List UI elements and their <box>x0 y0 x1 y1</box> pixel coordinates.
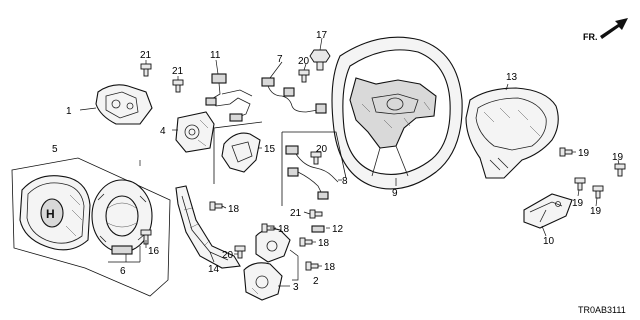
steering-wire-harness <box>205 73 253 122</box>
callout-21-upper: 21 <box>140 50 152 61</box>
callout-16: 16 <box>148 246 160 257</box>
callout-19-a: 19 <box>578 148 590 159</box>
screw-18-paddle-b <box>299 237 313 247</box>
callout-19-b: 19 <box>612 152 624 163</box>
driver-airbag-module: H <box>19 175 91 251</box>
callout-2: 2 <box>313 276 319 287</box>
callout-5: 5 <box>52 144 58 155</box>
callout-20-upper: 20 <box>298 56 310 67</box>
callout-4: 4 <box>160 126 166 137</box>
steering-switch-right <box>175 111 215 153</box>
clock-spring-cable-reel <box>91 179 153 255</box>
callout-13: 13 <box>506 72 518 83</box>
front-direction-indicator: FR. <box>583 18 628 42</box>
callout-labels: 1 2 3 4 5 6 7 8 9 10 11 12 13 14 15 16 1… <box>52 30 624 293</box>
callout-1: 1 <box>66 106 72 117</box>
steering-switch-left <box>95 84 153 125</box>
paddle-group-frame-left <box>213 121 263 184</box>
screw-19-c <box>574 177 586 191</box>
callout-20-middle: 20 <box>316 144 328 155</box>
steering-wheel-assembly <box>331 36 463 190</box>
callout-18-middle: 18 <box>318 238 330 249</box>
paddle-switch-lower <box>243 262 283 301</box>
svg-text:H: H <box>46 207 55 221</box>
lower-cover-bracket <box>523 193 573 229</box>
callout-11: 11 <box>210 50 221 61</box>
callout-17: 17 <box>316 30 328 41</box>
screw-20-upper <box>298 69 310 83</box>
callout-12: 12 <box>332 224 344 235</box>
switch-bezel-cover <box>221 132 261 173</box>
screw-19-a <box>559 147 573 157</box>
leader-lines <box>79 37 620 287</box>
screw-19-b <box>614 163 626 177</box>
callout-20-lower: 20 <box>222 250 234 261</box>
callout-6: 6 <box>120 266 126 277</box>
callout-8: 8 <box>342 176 348 187</box>
callout-14: 14 <box>208 264 220 275</box>
paddle-sub-harness <box>285 145 339 200</box>
callout-10: 10 <box>543 236 555 247</box>
front-direction-label: FR. <box>583 32 598 42</box>
diagram-code: TR0AB3111 <box>578 305 626 315</box>
connector-12 <box>311 225 325 233</box>
screw-21-paddle <box>309 209 323 219</box>
steering-wheel-nut <box>309 49 331 71</box>
callout-19-c: 19 <box>572 198 584 209</box>
callout-15: 15 <box>264 144 276 155</box>
callout-19-d: 19 <box>590 206 602 217</box>
callout-21-paddle: 21 <box>290 208 302 219</box>
screw-21-upper <box>140 63 152 77</box>
callout-18-lower: 18 <box>324 262 336 273</box>
screw-21-lower <box>172 79 184 93</box>
callout-3: 3 <box>293 282 299 293</box>
lower-garnish <box>175 185 241 269</box>
callout-18-upper: 18 <box>278 224 290 235</box>
callout-18-garnish: 18 <box>228 204 240 215</box>
callout-9: 9 <box>392 188 398 199</box>
screw-18-garnish <box>209 201 223 211</box>
arrow-up-right-icon <box>600 18 628 39</box>
screw-20-lower <box>234 245 246 259</box>
steering-lower-cover <box>465 87 559 179</box>
callout-21-lower: 21 <box>172 66 184 77</box>
paddle-switch-upper <box>255 228 291 263</box>
screw-18-paddle-c <box>305 261 319 271</box>
callout-7: 7 <box>277 54 283 65</box>
switch-sub-harness <box>261 77 327 114</box>
paddle-group-frame-right <box>281 131 347 206</box>
airbag-group-frame <box>11 157 171 297</box>
screw-19-d <box>592 185 604 199</box>
